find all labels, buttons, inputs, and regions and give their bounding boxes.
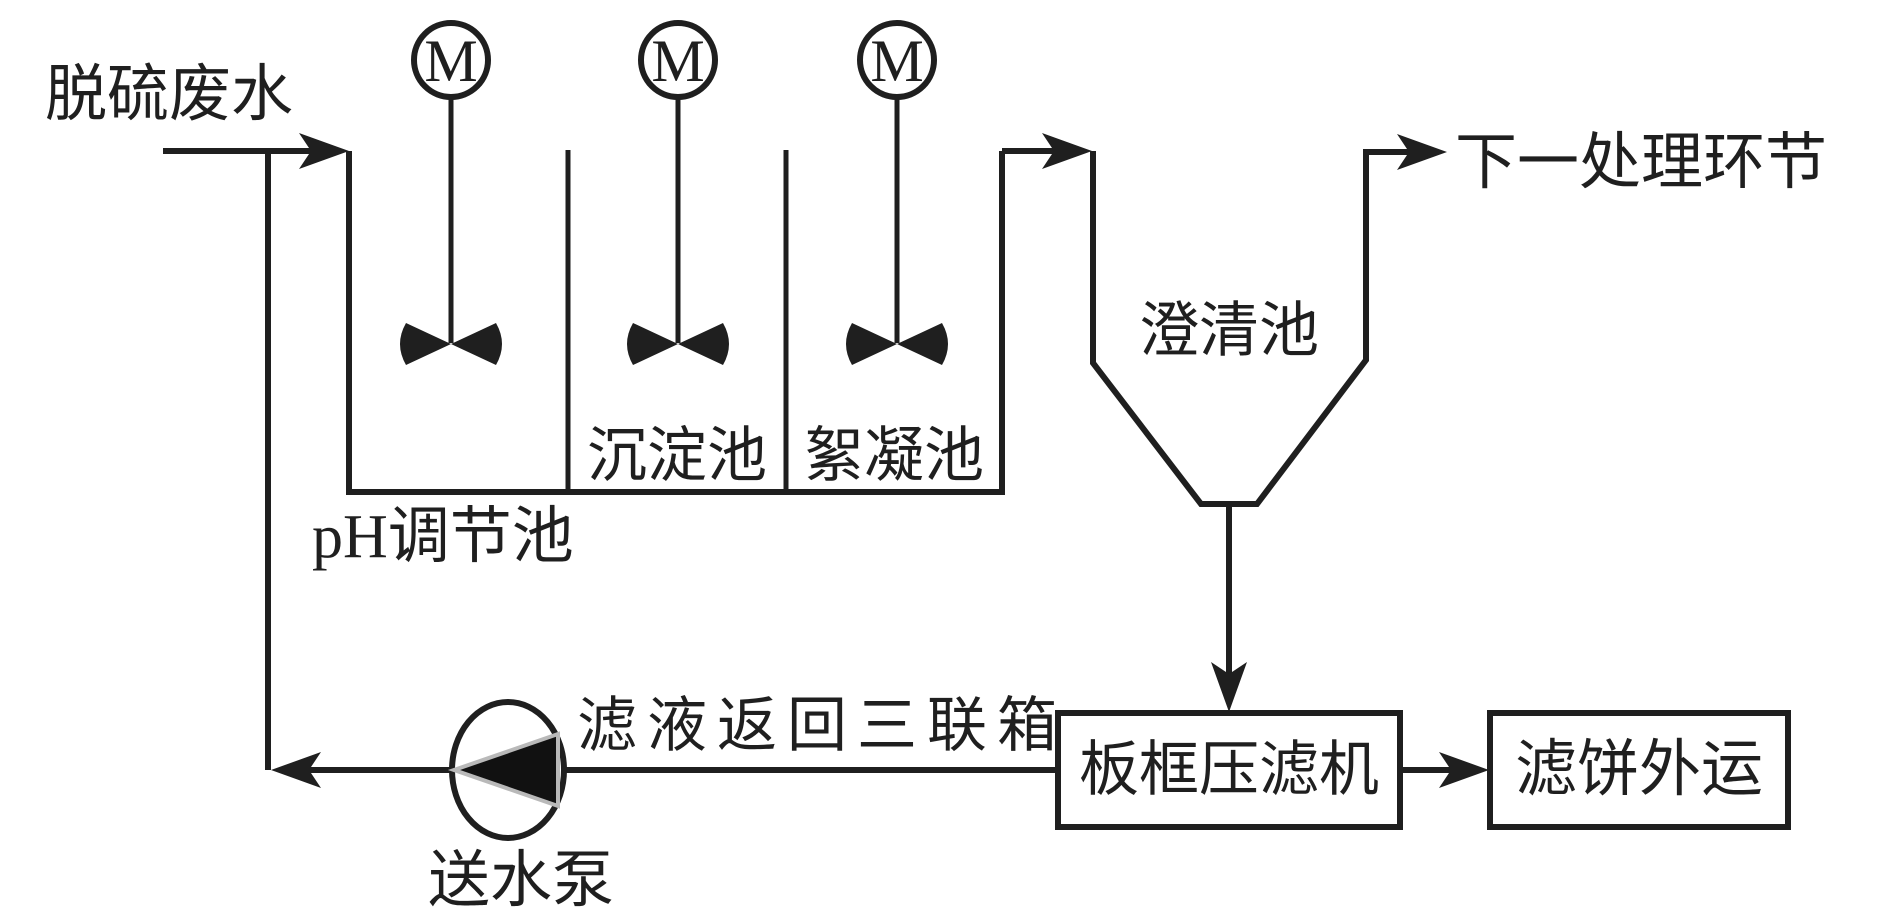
cake-box <box>1487 710 1791 830</box>
filtrate-arrowhead-icon <box>271 752 321 788</box>
motor-2-circle-icon <box>638 20 718 100</box>
impeller-3-icon <box>846 323 948 365</box>
motor-3-label: M <box>870 28 924 94</box>
motor-1-circle-icon <box>411 20 491 100</box>
label-feedwater: 脱硫废水 <box>45 61 294 129</box>
triple-tank-outline <box>346 151 1005 495</box>
clarifier-outline <box>1090 149 1412 507</box>
impeller-1-icon <box>400 323 502 365</box>
label-clarifier: 澄清池 <box>1139 298 1319 364</box>
pump-triangle-icon <box>447 731 560 809</box>
next-step-arrowhead-icon <box>1397 134 1447 170</box>
feed-arrowhead-icon <box>299 133 349 169</box>
label-next-step: 下一处理环节 <box>1455 129 1828 197</box>
tank-outlet-arrowhead-icon <box>1042 133 1092 169</box>
underflow-arrowhead-icon <box>1211 662 1247 712</box>
impeller-2-icon <box>627 323 729 365</box>
cake-arrowhead-icon <box>1439 752 1489 788</box>
label-ph-tank: pH调节池 <box>312 503 574 571</box>
label-sedimentation-tank: 沉淀池 <box>587 423 767 489</box>
label-pump: 送水泵 <box>428 847 615 915</box>
label-filtrate-return: 滤液返回三联箱 <box>577 693 1067 759</box>
motor-3-circle-icon <box>857 20 937 100</box>
label-filter-press: 板框压滤机 <box>1079 737 1379 803</box>
label-cake-out: 滤饼外运 <box>1514 736 1763 804</box>
motor-1-label: M <box>424 28 478 94</box>
label-flocculation-tank: 絮凝池 <box>804 423 984 489</box>
motor-2-label: M <box>651 28 705 94</box>
